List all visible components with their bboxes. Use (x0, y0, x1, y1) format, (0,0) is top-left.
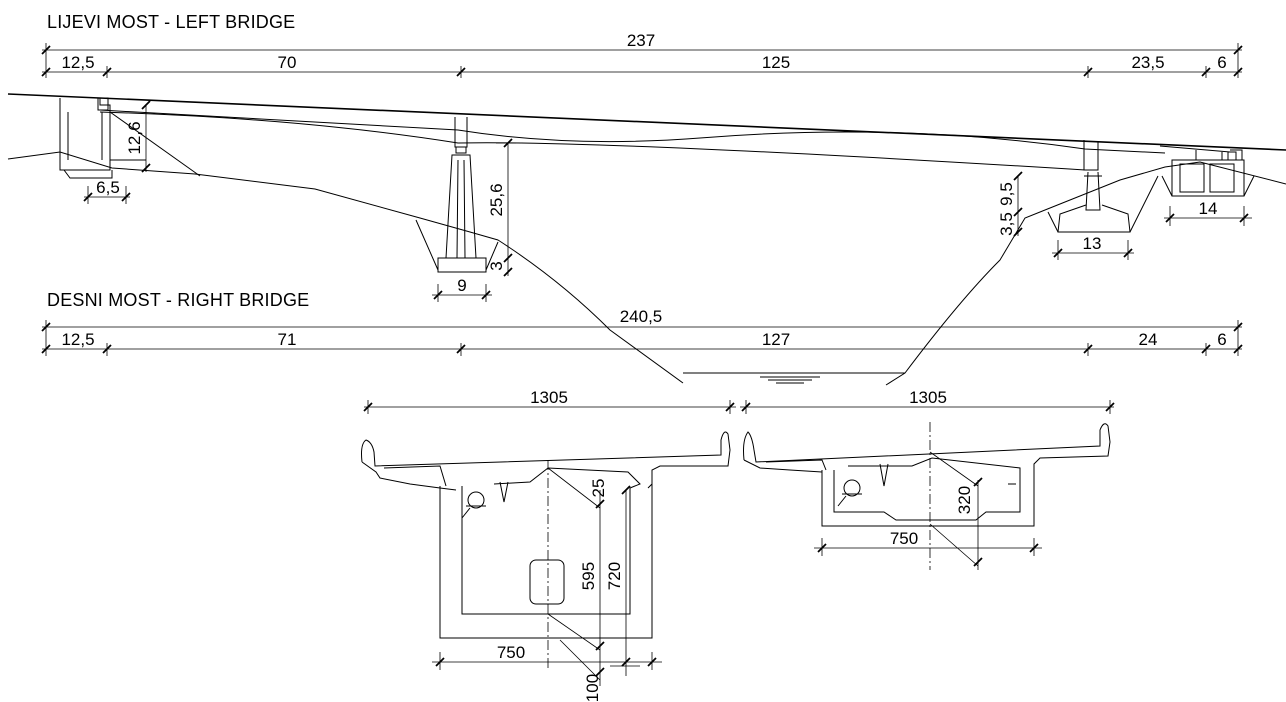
left-span-5: 6 (1217, 53, 1226, 72)
abutment-right-footing: 14 (1199, 199, 1218, 218)
left-span-3: 125 (762, 53, 790, 72)
midspan-deck-width: 1305 (909, 388, 947, 407)
support-top-dim: 25 (589, 479, 608, 498)
right-bridge-heading: DESNI MOST - RIGHT BRIDGE (47, 290, 310, 310)
right-pier-footing (1057, 204, 1131, 233)
terrain-right (885, 161, 1286, 386)
right-abutment (1171, 159, 1245, 197)
manhole-opening (529, 559, 565, 605)
right-total-length: 240,5 (620, 307, 663, 326)
support-deck-width: 1305 (530, 388, 568, 407)
right-pier-height: 9,5 (997, 182, 1016, 206)
cross-section-support: 1305 25 595 720 100 750 (361, 388, 736, 702)
pier-footing-width: 9 (457, 276, 466, 295)
midspan-height: 320 (955, 486, 974, 514)
left-span-2: 70 (278, 53, 297, 72)
pier-footing-depth: 3 (487, 261, 506, 270)
abutment-left-height: 12,6 (125, 121, 144, 154)
deck-soffit (99, 111, 1086, 171)
midspan-box-width: 750 (890, 529, 918, 548)
support-web-height: 595 (579, 562, 598, 590)
right-pier-footing-depth: 3,5 (997, 212, 1016, 236)
right-span-2: 71 (278, 330, 297, 349)
support-total-height: 720 (605, 562, 624, 590)
abutment-left-footing: 6,5 (96, 178, 120, 197)
support-box-width: 750 (497, 643, 525, 662)
cross-section-midspan: 1305 320 750 (740, 388, 1115, 570)
right-bridge-dimensions: 240,5 12,5 71 127 24 6 (41, 307, 1243, 356)
left-span-1: 12,5 (61, 53, 94, 72)
right-span-1: 12,5 (61, 330, 94, 349)
left-bridge-elevation: 12,6 6,5 25,6 3 9 9,5 3,5 13 (7, 93, 1286, 386)
left-bridge-dimensions: 237 12,5 70 125 23,5 6 (41, 31, 1243, 78)
right-pier-footing-width: 13 (1083, 234, 1102, 253)
left-span-4: 23,5 (1131, 53, 1164, 72)
deck-top-line (7, 93, 1286, 151)
main-pier-footing (437, 257, 487, 273)
main-pier (445, 154, 477, 259)
left-total-length: 237 (627, 31, 655, 50)
right-span-3: 127 (762, 330, 790, 349)
left-bridge-heading: LIJEVI MOST - LEFT BRIDGE (47, 12, 296, 32)
pier-height: 25,6 (487, 183, 506, 216)
support-bottom-slab: 100 (583, 674, 602, 702)
right-span-5: 6 (1217, 330, 1226, 349)
right-span-4: 24 (1139, 330, 1158, 349)
terrain-left (7, 151, 684, 384)
water-symbol (760, 376, 820, 384)
